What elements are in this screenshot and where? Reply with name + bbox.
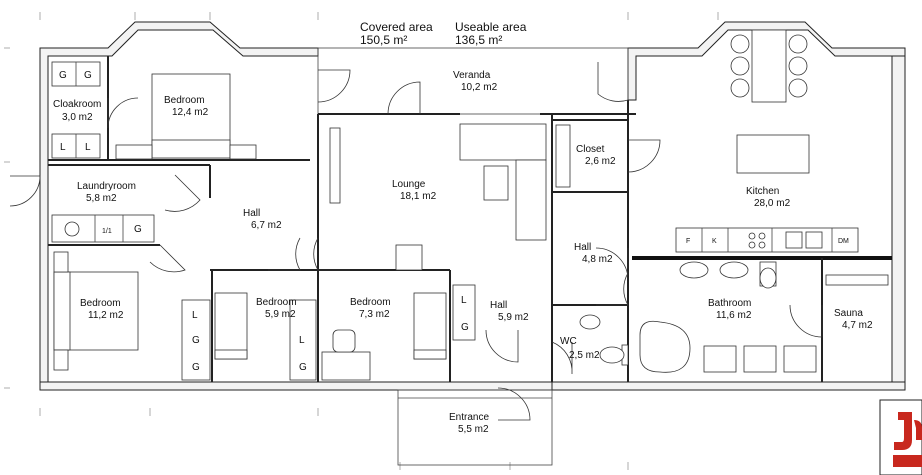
room-area-wc: 2,5 m2 — [569, 350, 600, 361]
fixture-label: L — [192, 310, 198, 321]
room-area-bedroom-s1: 5,9 m2 — [265, 309, 296, 320]
room-name-closet: Closet — [576, 144, 605, 155]
room-name-veranda: Veranda — [453, 70, 491, 81]
room-area-laundryroom: 5,8 m2 — [86, 193, 117, 204]
fixture-label: K — [712, 238, 717, 245]
entrance-porch — [397, 389, 553, 466]
room-area-bedroom-sw: 11,2 m2 — [88, 310, 124, 321]
room-area-bathroom: 11,6 m2 — [716, 310, 752, 321]
area-summary: Covered area 150,5 m² Useable area 136,5… — [360, 20, 527, 47]
fixture-label: DM — [838, 238, 849, 245]
room-name-lounge: Lounge — [392, 179, 426, 190]
useable-area-label: Useable area — [455, 20, 527, 34]
room-area-closet: 2,6 m2 — [585, 156, 616, 167]
room-name-sauna: Sauna — [834, 308, 863, 319]
fixture-label: G — [134, 224, 142, 235]
covered-area-label: Covered area — [360, 20, 433, 34]
dimension-ticks — [4, 12, 901, 470]
room-area-veranda: 10,2 m2 — [461, 82, 498, 93]
room-name-hall-south: Hall — [490, 300, 507, 311]
fixture-label: G — [299, 362, 307, 373]
room-name-bedroom-nw: Bedroom — [164, 95, 205, 106]
room-area-lounge: 18,1 m2 — [400, 191, 437, 202]
furniture — [51, 29, 889, 381]
room-name-bedroom-s1: Bedroom — [256, 297, 297, 308]
fixture-label: G — [84, 70, 92, 81]
fixture-label: L — [299, 335, 305, 346]
room-name-bedroom-s2: Bedroom — [350, 297, 391, 308]
room-name-cloakroom: Cloakroom — [53, 99, 101, 110]
room-name-laundryroom: Laundryroom — [77, 181, 136, 192]
fixture-label: G — [192, 362, 200, 373]
room-area-cloakroom: 3,0 m2 — [62, 112, 93, 123]
room-area-hall-west: 6,7 m2 — [251, 220, 282, 231]
room-area-bedroom-s2: 7,3 m2 — [359, 309, 390, 320]
room-labels: Cloakroom 3,0 m2 Bedroom 12,4 m2 Veranda… — [53, 70, 873, 435]
fixture-label: L — [85, 142, 91, 153]
room-area-bedroom-nw: 12,4 m2 — [172, 107, 209, 118]
room-area-sauna: 4,7 m2 — [842, 320, 873, 331]
fixture-label: G — [461, 322, 469, 333]
covered-area-value: 150,5 m² — [360, 33, 407, 47]
doors — [9, 62, 823, 421]
interior-walls — [48, 56, 892, 382]
room-name-bedroom-sw: Bedroom — [80, 298, 121, 309]
fixture-label: F — [686, 238, 690, 245]
room-name-bathroom: Bathroom — [708, 298, 751, 309]
room-name-kitchen: Kitchen — [746, 186, 779, 197]
room-name-hall-center: Hall — [574, 242, 591, 253]
room-area-hall-center: 4,8 m2 — [582, 254, 613, 265]
room-area-hall-south: 5,9 m2 — [498, 312, 529, 323]
fixture-label: L — [461, 295, 467, 306]
fixture-labels: G G L L 1/1 G L G L G L G L G F K DM — [59, 70, 849, 373]
room-name-entrance: Entrance — [449, 412, 489, 423]
fixture-label: L — [60, 142, 66, 153]
room-area-entrance: 5,5 m2 — [458, 424, 489, 435]
fixture-label: G — [59, 70, 67, 81]
logo — [879, 399, 922, 475]
useable-area-value: 136,5 m² — [455, 33, 502, 47]
room-name-wc: WC — [560, 336, 577, 347]
fixture-label: 1/1 — [102, 228, 112, 235]
room-area-kitchen: 28,0 m2 — [754, 198, 791, 209]
room-name-hall-west: Hall — [243, 208, 260, 219]
fixture-label: G — [192, 335, 200, 346]
exterior-walls — [39, 21, 906, 391]
